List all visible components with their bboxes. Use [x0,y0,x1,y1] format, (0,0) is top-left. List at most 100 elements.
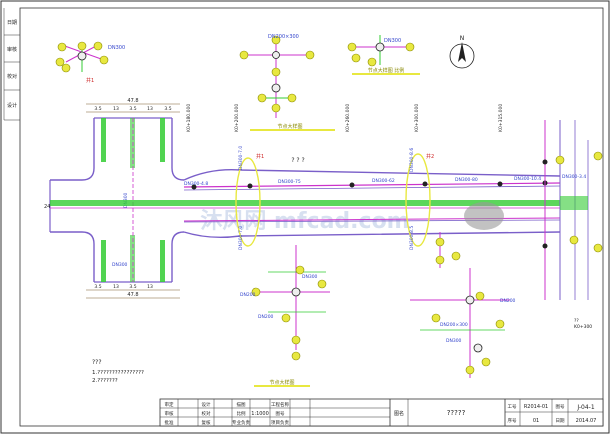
well-bubble [367,57,377,67]
manhole [291,287,301,297]
manhole [542,159,548,165]
tb-project-label: 图名 [394,410,404,417]
tb-r2-7: 图号 [276,411,285,417]
dim-top-1: 3.5 [94,106,101,112]
intersection: 47.8 3.5 13 3.5 13 3.5 3.5 13 3.5 13 47.… [44,98,185,299]
tb-right-k4: 日期 [556,418,565,424]
dim-top-4: 13 [147,106,153,112]
pipe-label-e: DN300-10.4 [514,176,541,182]
well-bubble [271,35,281,45]
well-bubble [281,313,291,323]
well-bubble [61,63,71,73]
junction-detail-c: DN300 节点大样图 比例 [347,35,420,75]
station-2: K0+200.000 [234,104,240,132]
notes-line-1: 1.???????????????? [92,370,144,376]
pipe-vertical-c: DN300-8.6 [409,148,415,172]
tb-scale: 1:1000 [251,411,269,417]
manhole [247,183,253,189]
well-bubble [271,103,281,113]
well-bubble [431,313,441,323]
well-tag-2: 井2 [426,153,434,160]
tb-right-k3: 序号 [508,417,517,424]
manhole [465,295,475,305]
tb-r2-5: 比例 [237,410,246,417]
junction-b-label: DN200×300 [268,34,299,40]
manhole [271,83,281,93]
pipe-label-c: DN300-62 [372,178,395,184]
notes-title: ??? [92,359,102,366]
center-marks: ? ? ? [291,157,304,164]
margin-label-1: 日期 [7,20,17,26]
intersection-width-bottom: 47.8 [127,292,138,298]
well-bubble [593,243,603,253]
detail-e-label-bot: DN300 [446,338,462,344]
well-bubble [257,93,267,103]
dim-top-2: 13 [113,106,119,112]
well-bubble [57,42,67,52]
tb-r3-5: 专业负责 [232,419,250,426]
detail-d-label-mid: DN200 [240,292,256,298]
end-label: ?? [574,318,579,324]
intersection-left-dim: 24 [44,204,50,210]
well-bubble [465,365,475,375]
end-station: K0+300 [574,324,592,330]
manhole [349,182,355,188]
tb-right-v3: 01 [533,418,539,424]
well-bubble [593,151,603,161]
station-4: K0+300.000 [414,104,420,132]
well-bubble [93,41,103,51]
well-bubble [435,237,445,247]
well-bubble [291,351,301,361]
tb-r1-3: 设计 [202,401,211,408]
well-bubble [317,279,327,289]
well-bubble [291,335,301,345]
tb-r1-7: 工程名称 [271,401,289,408]
detail-e-label-mid: DN200×300 [440,322,468,328]
intersection-width-top: 47.8 [127,98,138,104]
pipe-vertical-a: DN300-7.0 [238,146,244,170]
well-bubble [351,53,361,63]
north-arrow-icon: N [449,35,475,69]
tb-right-v4: 2014.07 [576,418,597,424]
dim-bottom-1: 3.5 [94,284,101,290]
station-1: K0+180.000 [186,104,192,132]
manhole [191,184,197,190]
tb-r1-5: 描图 [237,401,246,408]
well-bubble [555,155,565,165]
well-bubble [287,93,297,103]
compass-label: N [460,35,465,42]
junction-detail-d: DN300 DN200 DN200 节点大样图 [240,245,330,387]
left-margin: 日期 审核 校对 设计 [3,8,20,121]
dim-bottom-4: 13 [147,284,153,290]
station-markers: K0+180.000 K0+200.000 K0+260.000 K0+300.… [186,104,504,132]
well-bubble [239,50,249,60]
well-tag-1: 井1 [256,153,264,160]
tb-r3-7: 项目负责 [271,419,289,426]
well-bubble [405,42,415,52]
junction-detail-a: DN300 井1 [55,41,125,84]
margin-label-2: 审核 [7,46,17,53]
well-bubble [451,251,461,261]
manhole [422,181,428,187]
well-bubble [569,235,579,245]
tb-right-k1: 工号 [508,404,517,410]
junction-detail-e: DN200 DN200×300 DN300 [410,232,516,378]
manhole [272,51,280,59]
main-road: DN300-4.8 DN300-75 DN300-62 DN300-80 DN3… [50,120,603,330]
detail-e-label-top: DN200 [500,298,516,304]
well-bubble [495,319,505,329]
junction-a-tag: 井1 [86,77,94,84]
pipe-label-f: DN300-3.4 [562,174,586,180]
dim-top-3: 3.5 [129,106,136,112]
station-5: K0+315.000 [498,104,504,132]
notes-line-2: 2.??????? [92,378,118,384]
dim-bottom-3: 3.5 [129,284,136,290]
junction-c-label: DN300 [384,38,401,44]
detail-d-label-top: DN300 [302,274,318,280]
tb-r3-3: 复核 [202,419,211,426]
well-bubble [251,287,261,297]
manhole [542,243,548,249]
well-bubble [77,41,87,51]
well-bubble [99,55,109,65]
